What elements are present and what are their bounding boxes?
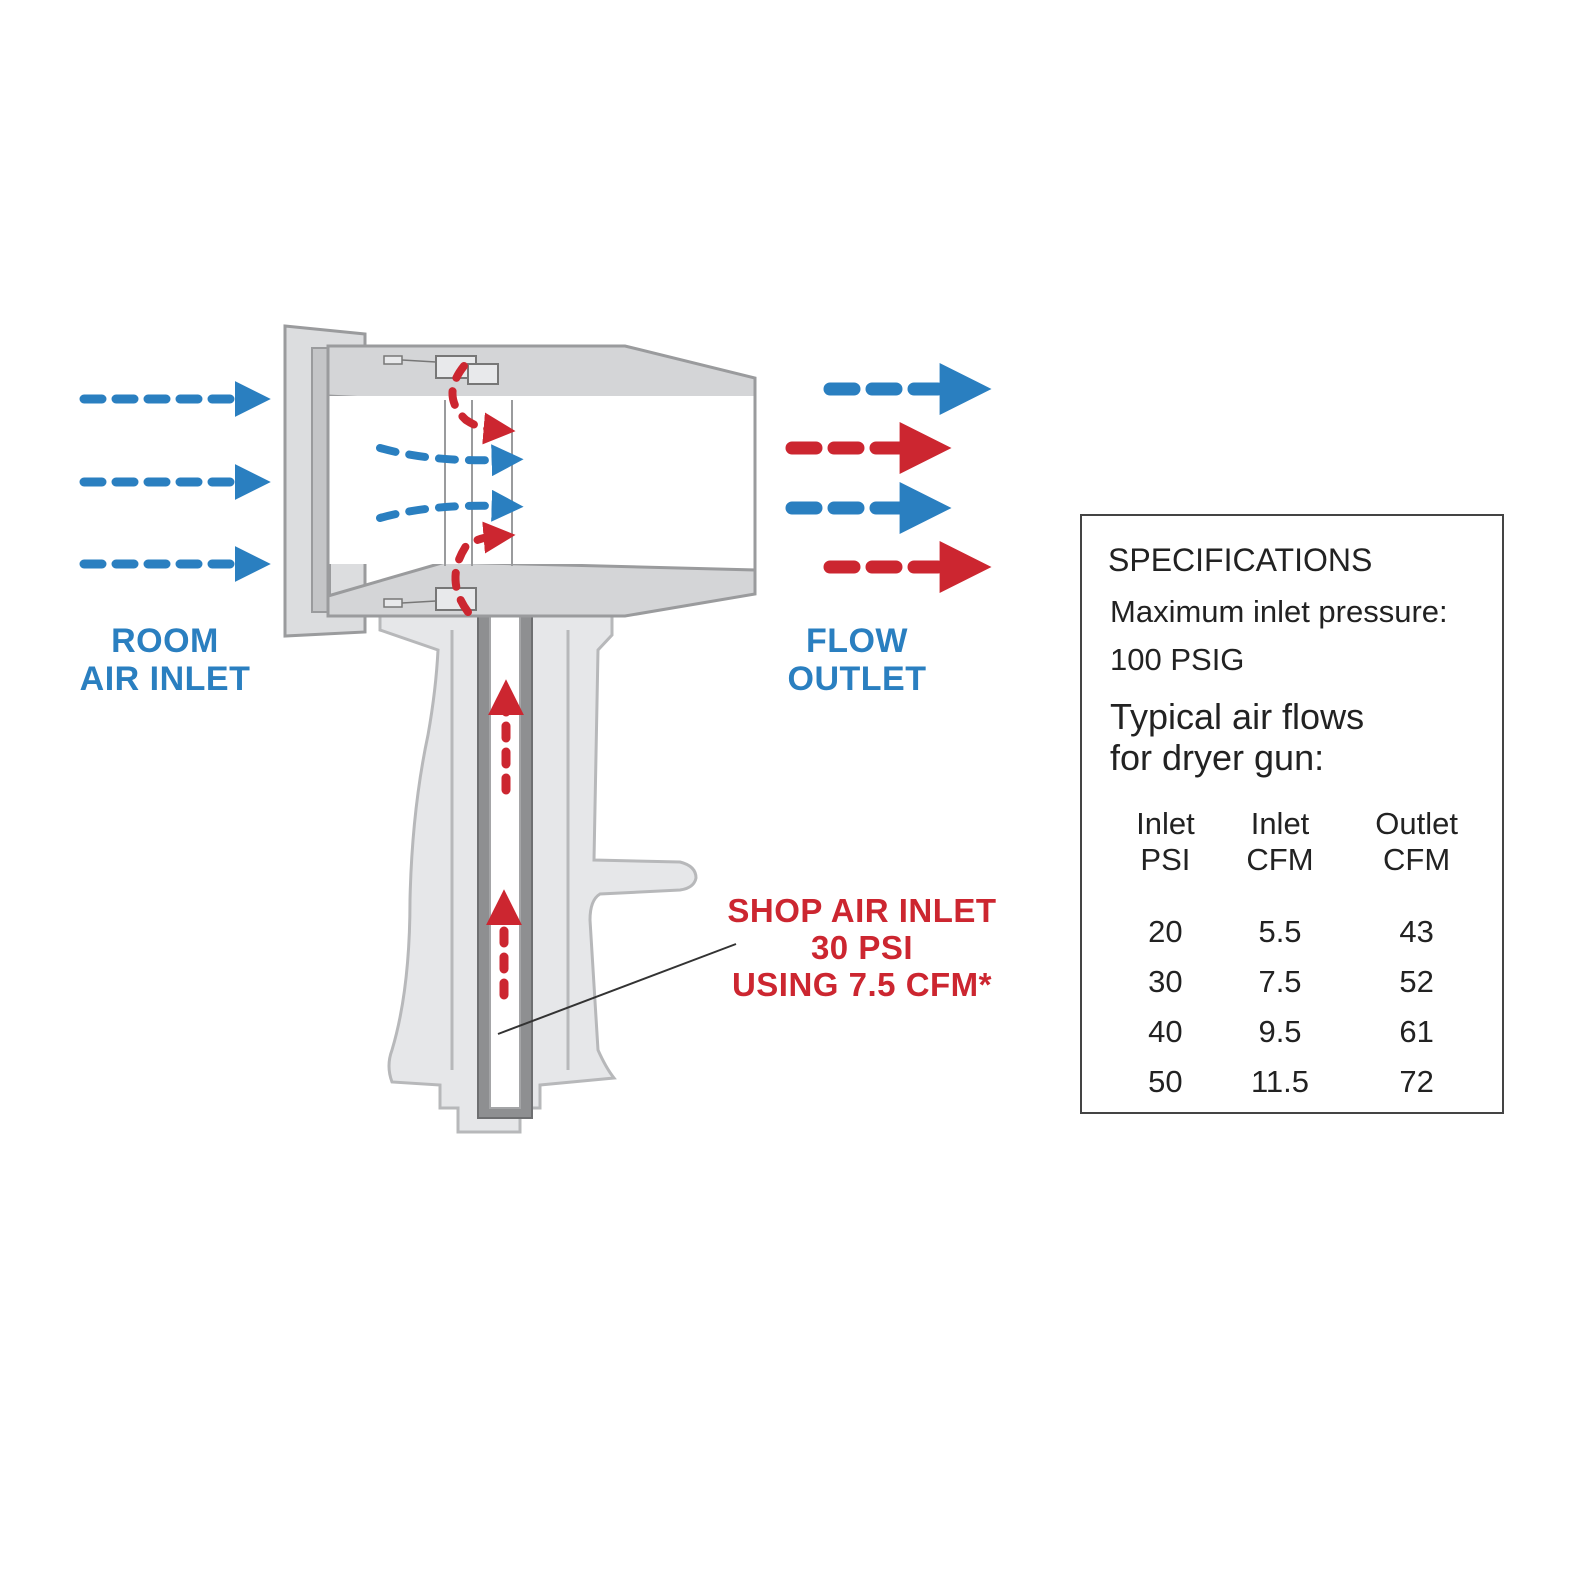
- shop-air-arrow: [451, 521, 516, 616]
- gun-handle: [378, 579, 698, 1134]
- table-cell: 30: [1148, 964, 1183, 1000]
- inner-air-arrow: [376, 444, 524, 477]
- specifications-title: SPECIFICATIONS: [1108, 542, 1373, 578]
- room-air-inlet-label: ROOM AIR INLET: [79, 622, 251, 699]
- table-cell: 52: [1399, 964, 1434, 1000]
- specifications-box: SPECIFICATIONS Maximum inlet pressure: 1…: [1080, 514, 1504, 1114]
- typical-flows-label: Typical air flows for dryer gun:: [1110, 696, 1365, 779]
- table-cell: 43: [1399, 914, 1434, 950]
- table-cell: 11.5: [1250, 1064, 1310, 1100]
- inner-air-arrow: [376, 489, 524, 522]
- table-row: 20 5.5 43: [1112, 907, 1492, 957]
- max-pressure-label: Maximum inlet pressure:: [1110, 594, 1448, 629]
- table-row: 30 7.5 52: [1112, 957, 1492, 1007]
- table-cell: 61: [1399, 1014, 1434, 1050]
- shop-air-leader-line: [497, 943, 737, 1035]
- shop-air-arrows: [448, 362, 992, 1000]
- max-pressure-value: 100 PSIG: [1110, 642, 1245, 677]
- shop-air-inlet-label: SHOP AIR INLET 30 PSI USING 7.5 CFM*: [727, 892, 997, 1003]
- table-cell: 20: [1148, 914, 1183, 950]
- table-cell: 40: [1148, 1014, 1183, 1050]
- shop-air-arrow: [448, 362, 516, 445]
- table-row: 40 9.5 61: [1112, 1007, 1492, 1057]
- table-cell: 5.5: [1258, 914, 1302, 950]
- gun-head: [283, 324, 757, 638]
- table-cell: 9.5: [1258, 1014, 1302, 1050]
- table-cell: 50: [1148, 1064, 1183, 1100]
- flow-outlet-label: FLOW OUTLET: [787, 622, 927, 699]
- room-air-arrows: [79, 363, 992, 582]
- table-cell: 72: [1399, 1064, 1434, 1100]
- table-row: 50 11.5 72: [1112, 1057, 1492, 1107]
- table-cell: 7.5: [1258, 964, 1302, 1000]
